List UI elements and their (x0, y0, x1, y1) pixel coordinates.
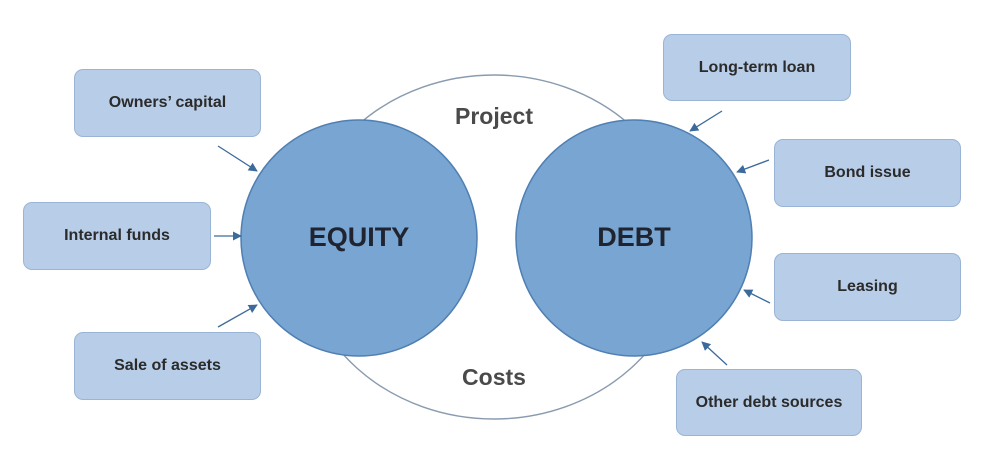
debt-source-other-debt-sources: Other debt sources (676, 369, 862, 436)
arrow-other-debt-sources (701, 341, 728, 366)
arrow-bond-issue (736, 159, 770, 174)
debt-circle (515, 119, 753, 357)
equity-label: EQUITY (308, 222, 410, 252)
debt-source-bond-issue: Bond issue (774, 139, 961, 207)
arrow-long-term-loan (689, 110, 723, 132)
debt-source-long-term-loan: Long-term loan (663, 34, 851, 101)
project-label: Project (455, 103, 533, 129)
arrow-owners-capital (217, 145, 258, 172)
arrow-sale-of-assets (217, 304, 258, 328)
costs-label: Costs (462, 364, 526, 390)
debt-label: DEBT (597, 222, 671, 252)
debt-source-leasing: Leasing (774, 253, 961, 321)
equity-source-sale-of-assets: Sale of assets (74, 332, 261, 400)
arrow-leasing (743, 289, 771, 304)
equity-source-owners-capital: Owners’ capital (74, 69, 261, 137)
equity-source-internal-funds: Internal funds (23, 202, 211, 270)
